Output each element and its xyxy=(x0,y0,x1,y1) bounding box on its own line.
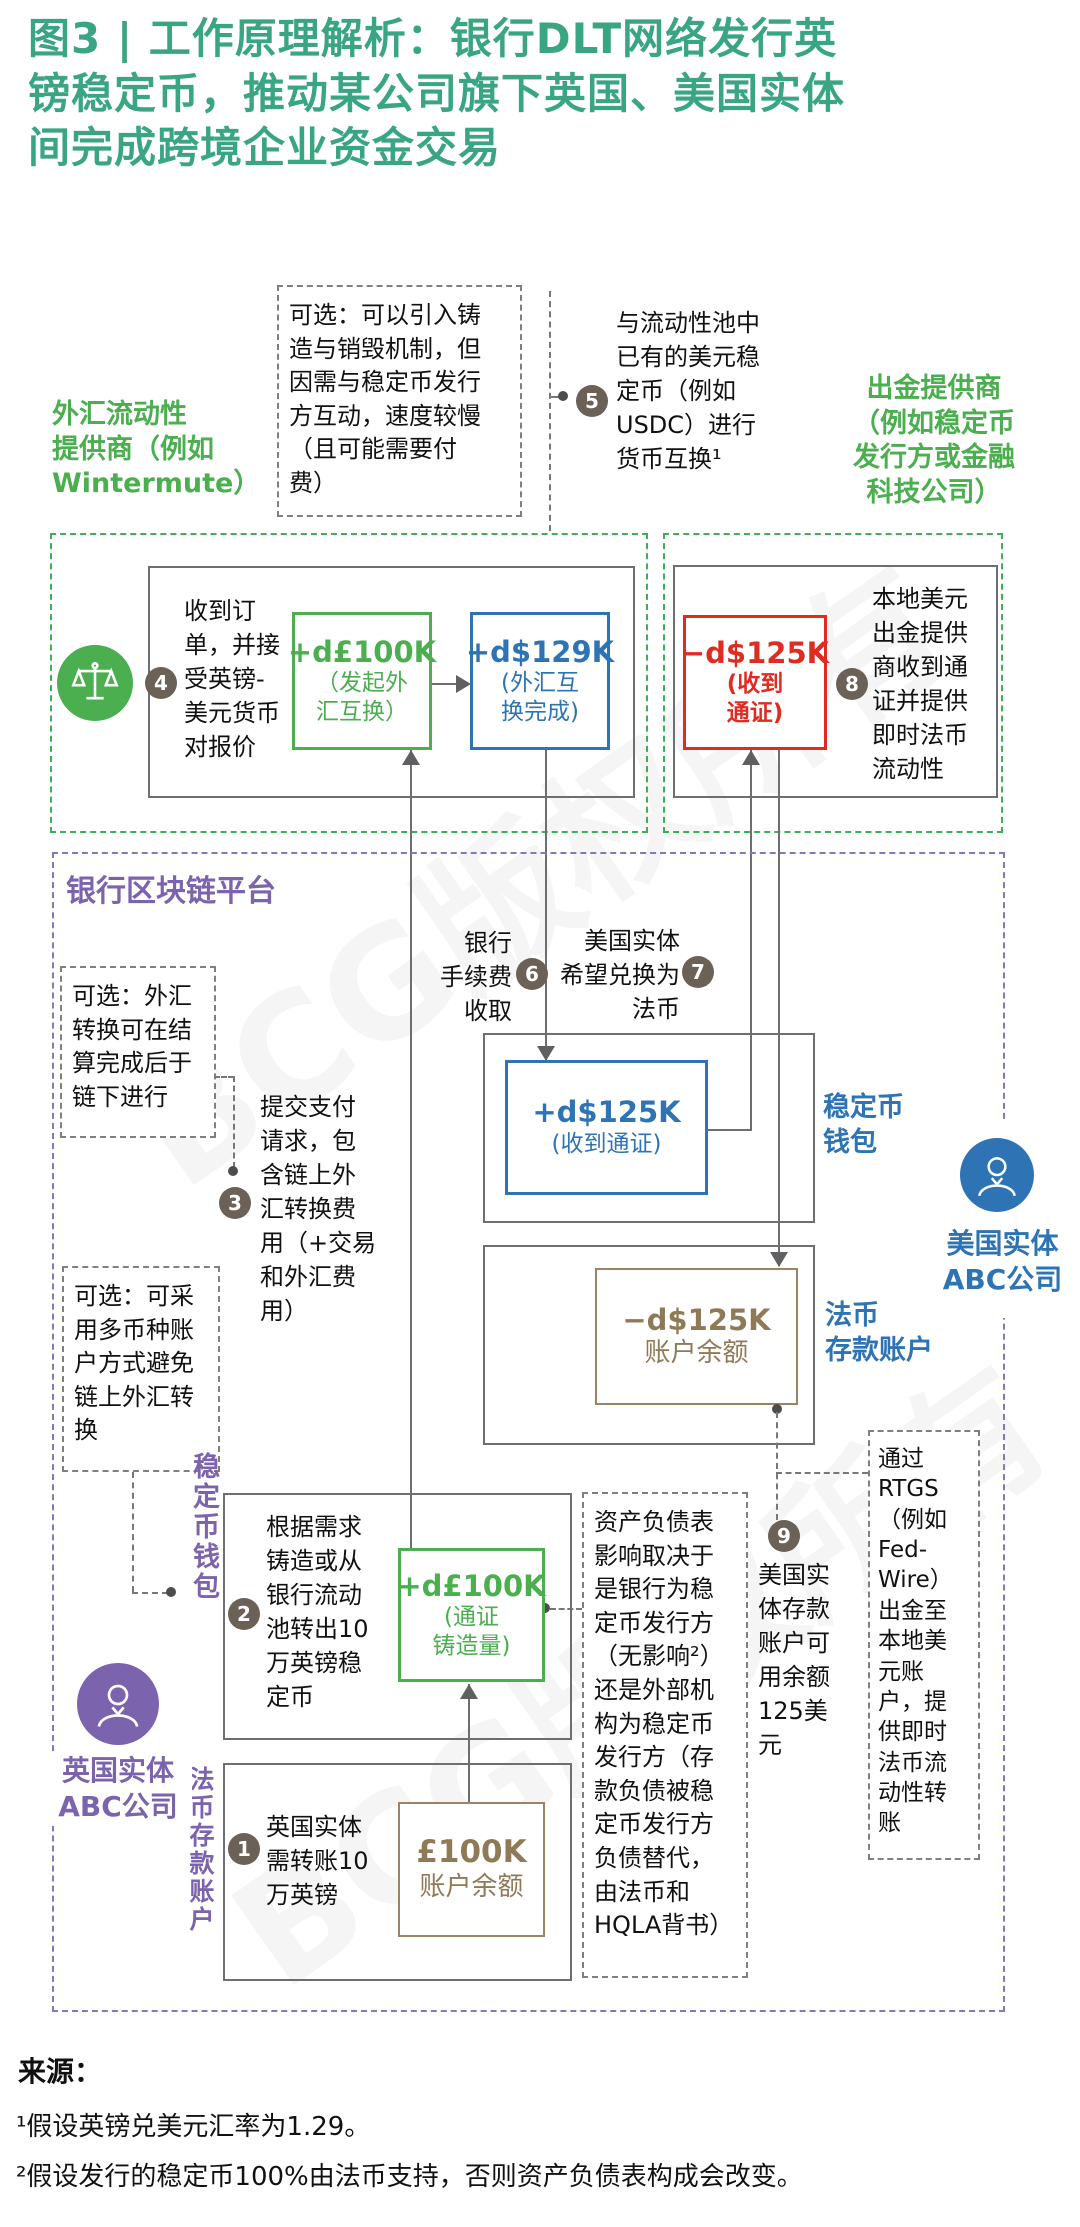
connector-note5-stub xyxy=(549,396,561,398)
uk-fiat-caption: 账户余额 xyxy=(419,1872,524,1903)
offramp-box xyxy=(673,565,998,798)
uk-entity-label: 英国实体 ABC公司 xyxy=(44,1753,192,1826)
fx-liquidity-provider-label: 外汇流动性 提供商（例如 Wintermute） xyxy=(52,399,261,500)
us-person-icon xyxy=(960,1138,1034,1212)
rtgs-note: 通过 RTGS （例如 Fed- Wire） 出金至 本地美 元账 户，提 供即… xyxy=(868,1430,980,1860)
connector-uswallet-to-offramp-arrow xyxy=(742,750,760,765)
uk-wallet-label: 稳定币钱包 xyxy=(188,1452,219,1602)
uk-person-icon xyxy=(77,1663,159,1745)
us-fiat-caption: 账户余额 xyxy=(644,1337,749,1368)
connector-fx-swap-line xyxy=(432,683,460,685)
connector-note3-dot xyxy=(228,1166,238,1176)
connector-note2-dot xyxy=(166,1587,176,1597)
connector-balance-note-stub xyxy=(550,1608,582,1610)
step-5-circle: 5 xyxy=(576,385,608,417)
uk-mint-caption: (通证 铸造量) xyxy=(432,1603,511,1659)
us-fiat-container xyxy=(483,1245,815,1445)
step-9-text: 美国实 体存款 账户可 用余额 125美 元 xyxy=(758,1561,830,1760)
step-1-circle: 1 xyxy=(228,1833,260,1865)
connector-balance-note-dot xyxy=(540,1603,550,1613)
connector-note2-stub xyxy=(132,1592,168,1594)
uk-mint-value: +d£100K xyxy=(397,1568,546,1603)
connector-note5-vertical xyxy=(549,291,551,531)
fx-usd-complete-box: +d$129K (外汇互 换完成) xyxy=(466,612,614,750)
optional-mint-burn-note: 可选：可以引入铸 造与销毁机制，但 因需与稳定币发行 方互动，速度较慢 （且可能… xyxy=(277,285,522,517)
optional-multicurrency-note: 可选：可采 用多币种账 户方式避免 链上外汇转 换 xyxy=(62,1266,220,1472)
source-label: 来源： xyxy=(18,2055,103,2088)
bank-platform-container xyxy=(52,852,1005,2012)
fx-gbp-initiate-box: +d£100K （发起外 汇互换） xyxy=(288,612,436,750)
figure-title: 图3 | 工作原理解析：银行DLT网络发行英 镑稳定币，推动某公司旗下英国、美国… xyxy=(28,14,846,173)
optional-offchain-fx-note: 可选：外汇 转换可在结 算完成后于 链下进行 xyxy=(60,966,216,1138)
step-4-circle: 4 xyxy=(145,667,177,699)
us-wallet-value: +d$125K xyxy=(532,1095,681,1130)
fx-usd-value: +d$129K xyxy=(465,634,615,669)
connector-ukfiat-to-mint-arrow xyxy=(460,1684,478,1699)
step-7-circle: 7 xyxy=(682,956,714,988)
uk-wallet-container xyxy=(223,1493,572,1740)
connector-offramp-to-usfiat xyxy=(778,750,780,1266)
connector-fx-swap-arrow xyxy=(456,675,471,693)
offramp-usd-value: −d$125K xyxy=(680,636,830,671)
us-fiat-label: 法币 存款账户 xyxy=(825,1300,933,1367)
step-9-circle: 9 xyxy=(768,1520,800,1552)
us-wallet-caption: (收到通证) xyxy=(551,1130,662,1157)
connector-offramp-to-usfiat-arrow xyxy=(770,1252,788,1267)
connector-note3-vertical xyxy=(233,1076,235,1168)
us-fiat-value: −d$125K xyxy=(622,1302,771,1337)
connector-rtgs-stub xyxy=(776,1472,868,1474)
step-6-circle: 6 xyxy=(516,958,548,990)
balance-sheet-note: 资产负债表 影响取决于 是银行为稳 定币发行方 （无影响²） 还是外部机 构为稳… xyxy=(582,1492,748,1978)
fx-usd-caption: (外汇互 换完成) xyxy=(501,669,579,725)
step-4-text: 收到订 单，并接 受英镑- 美元货币 对报价 xyxy=(184,597,280,762)
connector-uswallet-to-offramp xyxy=(750,750,752,1131)
connector-note2-vertical xyxy=(132,1472,134,1592)
step-7-text: 美国实体 希望兑换为 法币 xyxy=(560,927,680,1024)
uk-fiat-value: £100K xyxy=(416,1834,527,1871)
footnote-1: ¹假设英镑兑美元汇率为1.29。 xyxy=(16,2112,371,2142)
uk-fiat-container xyxy=(223,1763,572,1981)
connector-ukfiat-to-mint xyxy=(468,1684,470,1802)
uk-mint-box: +d£100K (通证 铸造量) xyxy=(397,1548,546,1682)
step-3-circle: 3 xyxy=(219,1187,251,1219)
connector-step9-dot xyxy=(772,1404,782,1414)
us-entity-label: 美国实体 ABC公司 xyxy=(930,1226,1075,1299)
fx-gbp-value: +d£100K xyxy=(287,634,437,669)
connector-mint-to-fx-arrow xyxy=(402,750,420,765)
step-3-text: 提交支付 请求，包 含链上外 汇转换费 用（+交易 和外汇费 用） xyxy=(260,1093,377,1326)
offramp-provider-label: 出金提供商 （例如稳定币 发行方或金融 科技公司） xyxy=(853,373,1015,508)
footnote-2: ²假设发行的稳定币100%由法币支持，否则资产负债表构成会改变。 xyxy=(16,2162,803,2192)
step-1-text: 英国实体 需转账10 万英镑 xyxy=(266,1813,369,1910)
us-wallet-label: 稳定币 钱包 xyxy=(823,1092,904,1159)
fx-gbp-caption: （发起外 汇互换） xyxy=(316,669,408,725)
connector-note5-dot xyxy=(558,391,568,401)
step-2-text: 根据需求 铸造或从 银行流动 池转出10 万英镑稳 定币 xyxy=(266,1513,369,1712)
step-8-text: 本地美元 出金提供 商收到通 证并提供 即时法币 流动性 xyxy=(872,585,968,784)
us-wallet-container xyxy=(483,1033,815,1223)
scales-icon xyxy=(57,645,133,721)
connector-fx-to-uswallet xyxy=(545,750,547,1060)
fx-provider-container xyxy=(50,533,648,833)
offramp-provider-container xyxy=(663,533,1003,833)
connector-note3-stub xyxy=(214,1076,234,1078)
connector-mint-to-fx xyxy=(410,750,412,1548)
connector-fx-to-uswallet-arrow xyxy=(537,1046,555,1061)
step-2-circle: 2 xyxy=(228,1598,260,1630)
connector-step9-vertical xyxy=(776,1412,778,1520)
bank-platform-label: 银行区块链平台 xyxy=(66,874,276,909)
step-8-circle: 8 xyxy=(836,668,868,700)
connector-uswallet-to-offramp-stub xyxy=(708,1129,752,1131)
step-6-text: 银行 手续费 收取 xyxy=(440,929,512,1026)
us-fiat-box: −d$125K 账户余额 xyxy=(595,1268,798,1405)
uk-fiat-box: £100K 账户余额 xyxy=(398,1802,545,1937)
step-5-text: 与流动性池中 已有的美元稳 定币（例如 USDC）进行 货币互换¹ xyxy=(616,309,760,474)
offramp-usd-caption: (收到 通证) xyxy=(726,671,784,727)
us-wallet-box: +d$125K (收到通证) xyxy=(505,1060,708,1195)
offramp-usd-box: −d$125K (收到 通证) xyxy=(680,615,830,750)
